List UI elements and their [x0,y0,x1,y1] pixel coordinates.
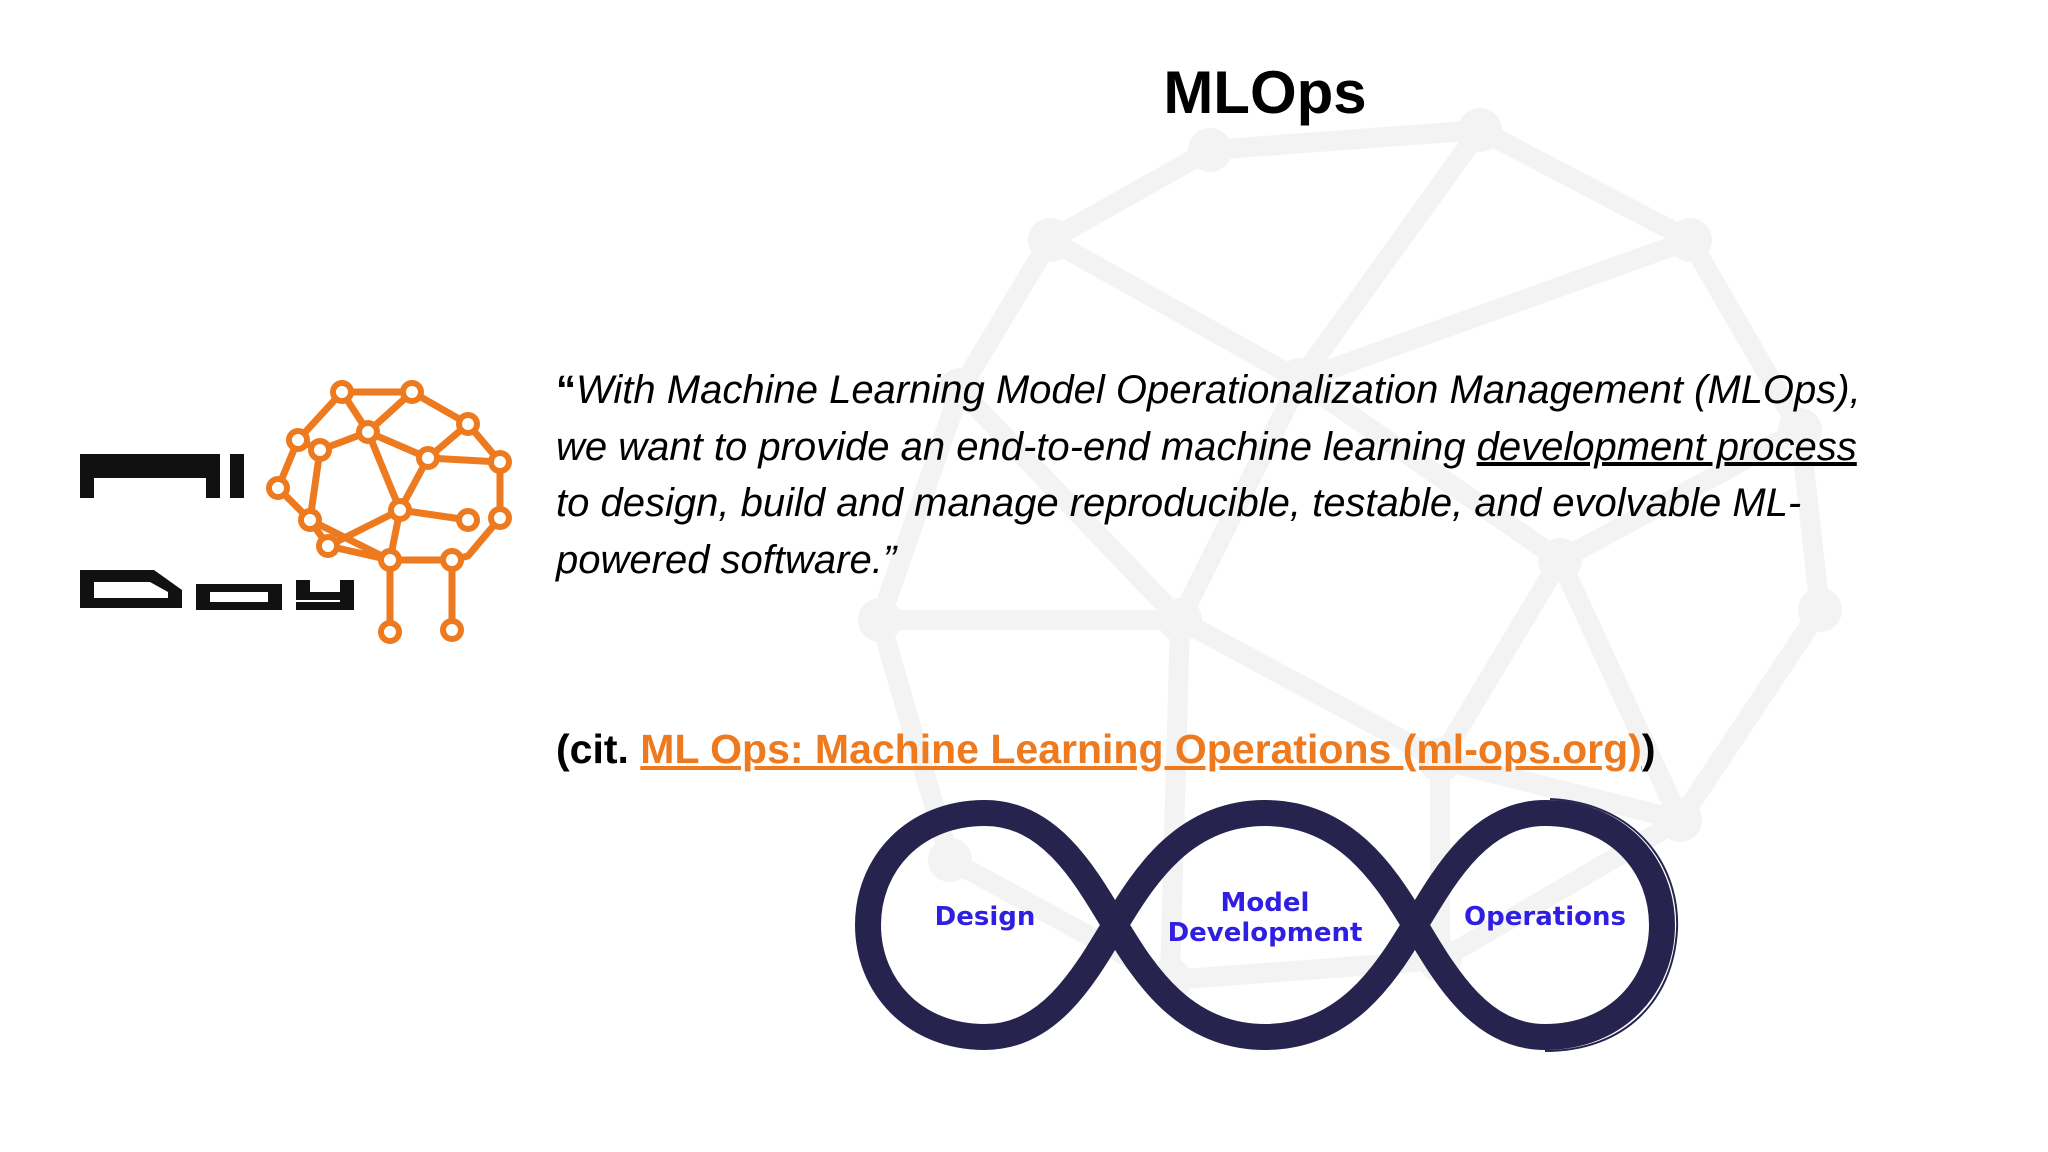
open-quote-mark: “ [556,368,576,412]
logo-letter-i [230,454,244,498]
stage-design-label: Design [934,902,1036,932]
citation: (cit. ML Ops: Machine Learning Operation… [556,726,1656,772]
logo-letter-y [296,580,354,610]
quote-line-4: powered software.” [556,537,897,582]
mlops-lifecycle-diagram [854,798,1679,1052]
mlops-definition-quote: “With Machine Learning Model Operational… [556,362,1976,588]
quote-line-3: to design, build and manage reproducible… [556,481,1802,525]
logo-letter-a [80,454,220,498]
quote-line-1: “With Machine Learning Model Operational… [556,368,1861,412]
loop-outline [854,799,1676,1051]
logo-letter-d [80,570,182,608]
ai-day-logo [80,380,512,644]
logo-letter-a2 [196,584,282,610]
citation-link[interactable]: ML Ops: Machine Learning Operations (ml-… [640,726,1642,772]
slide-title: MLOps [1163,59,1367,126]
stage-operations-label: Operations [1464,902,1626,932]
stage-model-development-label: Model Development [1167,888,1363,948]
loop-sketch-line [1544,798,1679,1052]
quote-line-2: we want to provide an end-to-end machine… [556,424,1857,469]
brain-nodes [266,380,512,644]
underlined-development-process: development process [1476,424,1857,469]
